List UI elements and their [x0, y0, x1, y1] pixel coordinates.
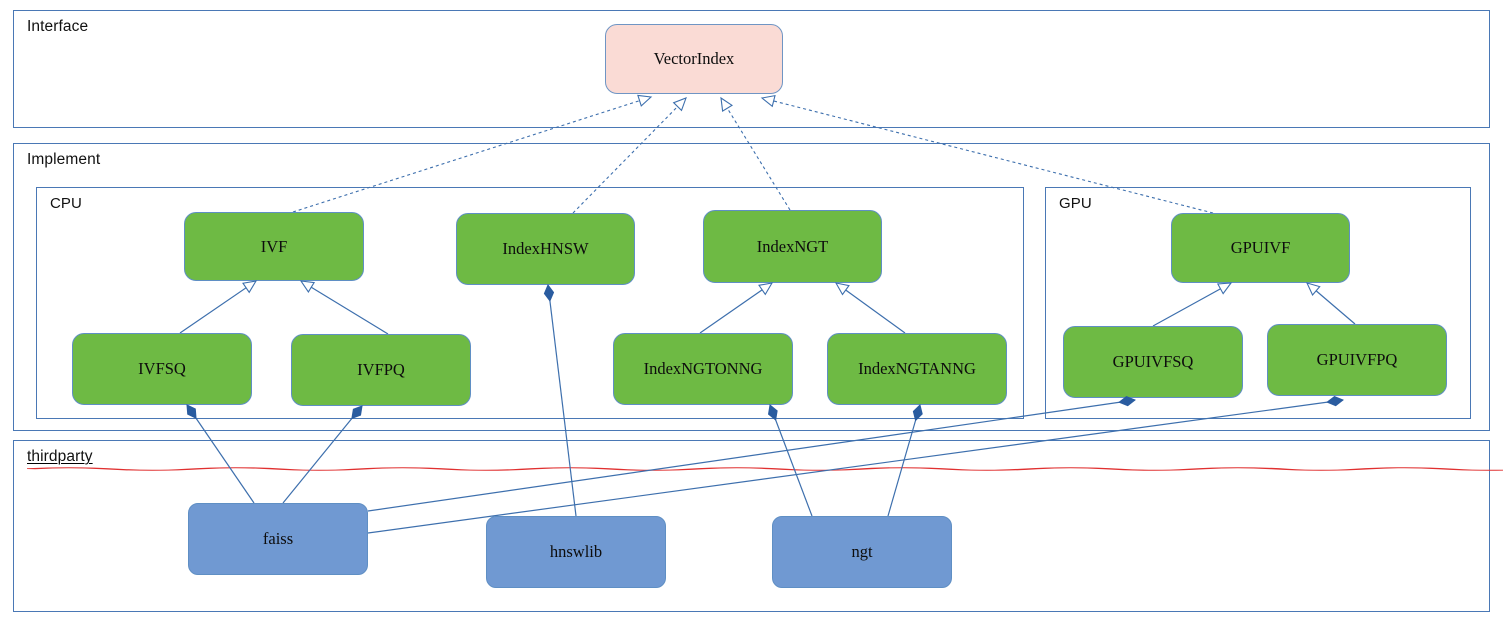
class-node-ivfpq[interactable]: IVFPQ [291, 334, 471, 406]
package-label-gpu: GPU [1059, 195, 1092, 212]
class-node-label: GPUIVFPQ [1316, 350, 1398, 369]
class-node-indexngtanng[interactable]: IndexNGTANNG [827, 333, 1007, 405]
class-node-label: GPUIVF [1230, 238, 1291, 257]
class-node-vectorindex[interactable]: VectorIndex [605, 24, 783, 94]
class-node-indexhnsw[interactable]: IndexHNSW [456, 213, 635, 285]
class-node-label: IndexNGTANNG [858, 359, 976, 378]
class-node-ivf[interactable]: IVF [184, 212, 364, 281]
class-node-label: faiss [262, 529, 294, 548]
class-node-gpuivfsq[interactable]: GPUIVFSQ [1063, 326, 1243, 398]
class-node-gpuivf[interactable]: GPUIVF [1171, 213, 1350, 283]
class-node-label: IVF [260, 236, 288, 256]
class-node-ivfsq[interactable]: IVFSQ [72, 333, 252, 405]
class-node-label: ngt [851, 542, 873, 561]
class-node-label: IVFSQ [138, 359, 186, 378]
class-node-gpuivfpq[interactable]: GPUIVFPQ [1267, 324, 1447, 396]
class-node-label: VectorIndex [653, 49, 735, 68]
class-node-indexngt[interactable]: IndexNGT [703, 210, 882, 283]
package-label-interface: Interface [27, 18, 89, 35]
class-node-hnswlib[interactable]: hnswlib [486, 516, 666, 588]
class-node-label: hnswlib [549, 542, 603, 561]
class-node-label: IndexHNSW [502, 239, 589, 258]
class-node-ngt[interactable]: ngt [772, 516, 952, 588]
class-node-label: IndexNGTONNG [643, 359, 763, 378]
class-node-faiss[interactable]: faiss [188, 503, 368, 575]
package-label-thirdparty: thirdparty [27, 448, 1503, 471]
class-node-indexngtonng[interactable]: IndexNGTONNG [613, 333, 793, 405]
package-label-cpu: CPU [50, 195, 82, 212]
class-node-label: IndexNGT [756, 236, 829, 256]
class-node-label: IVFPQ [357, 360, 405, 379]
spellcheck-squiggle-icon [27, 467, 1503, 471]
class-node-label: GPUIVFSQ [1112, 352, 1194, 371]
package-label-implement: Implement [27, 151, 101, 168]
